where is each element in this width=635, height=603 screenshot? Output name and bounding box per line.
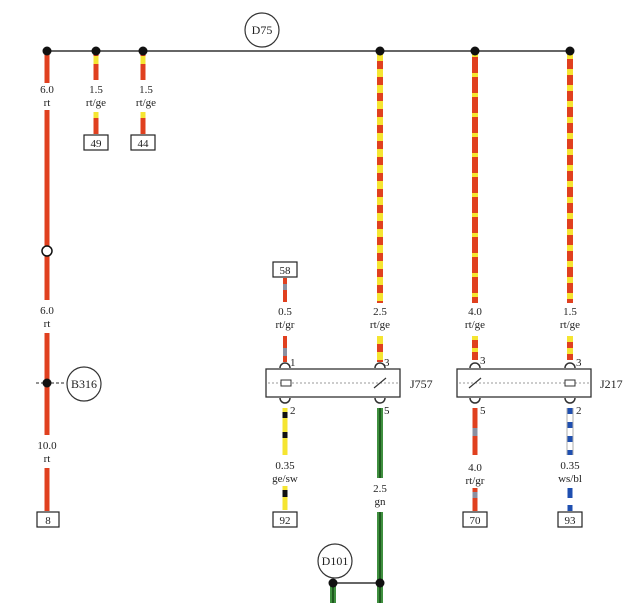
wire-color-label: ge/sw [272,473,298,485]
pin-label: 3 [384,357,390,369]
wire-size-label: 1.5 [139,84,153,96]
wire-size-label: 2.5 [373,306,387,318]
wire-size-label: 4.0 [468,306,482,318]
ref-label: 44 [138,138,150,150]
ref-label: 92 [280,515,291,527]
wire-size-label: 0.35 [275,460,295,472]
pin-label: 1 [290,357,296,369]
pin-label: 3 [576,357,582,369]
wire-color-label: rt/ge [465,319,485,331]
wire-color-label: rt/gr [466,475,485,487]
wire-color-label: rt/gr [276,319,295,331]
wire-size-label: 10.0 [37,440,57,452]
wire-color-label: rt [44,453,51,465]
wire-size-label: 1.5 [563,306,577,318]
wire-color-label: rt/ge [370,319,390,331]
ref-label: 58 [280,265,292,277]
component-j217-label: J217 [600,377,623,391]
ref-box-58 [272,261,298,278]
ref-box-8 [36,511,60,528]
wire-color-label: rt [44,318,51,330]
pin-label: 3 [480,355,486,367]
wire-w13 [566,408,574,511]
relay-terminals [279,362,576,404]
ref-label: 93 [565,515,577,527]
connector-d101-label: D101 [322,554,349,568]
pin-label: 2 [290,405,296,417]
wire-color-label: rt [44,97,51,109]
wire-size-label: 0.5 [278,306,292,318]
connector-d101: D101 [317,543,353,579]
pin-label: 5 [384,405,390,417]
wire-color-label: rt/ge [560,319,580,331]
wire-color-label: gn [375,496,387,508]
wire-size-label: 6.0 [40,84,54,96]
relay-j757 [265,368,401,398]
wire-size-label: 6.0 [40,305,54,317]
pin-label: 5 [480,405,486,417]
wire-color-label: rt/ge [136,97,156,109]
wire-size-label: 0.35 [560,460,580,472]
connector-b316-label: B316 [71,377,97,391]
ref-label: 70 [470,515,482,527]
open-splice-icon [41,245,53,257]
ref-box-92 [272,511,298,528]
component-j757-label: J757 [410,377,433,391]
relay-j217 [456,368,592,398]
wire-size-label: 1.5 [89,84,103,96]
connector-d75: D75 [244,12,280,48]
ref-box-44 [130,134,156,151]
wire-color-label: ws/bl [558,473,582,485]
ref-box-70 [462,511,488,528]
ref-box-49 [83,134,109,151]
ref-label: 49 [91,138,103,150]
splice-dots [42,46,575,588]
wire-size-label: 4.0 [468,462,482,474]
ref-box-93 [557,511,583,528]
wire-color-label: rt/ge [86,97,106,109]
wire-size-label: 2.5 [373,483,387,495]
ref-label: 8 [45,515,51,527]
connector-d75-label: D75 [252,23,273,37]
b316-dot [42,378,52,388]
pin-label: 2 [576,405,582,417]
connector-b316: B316 [66,366,102,402]
